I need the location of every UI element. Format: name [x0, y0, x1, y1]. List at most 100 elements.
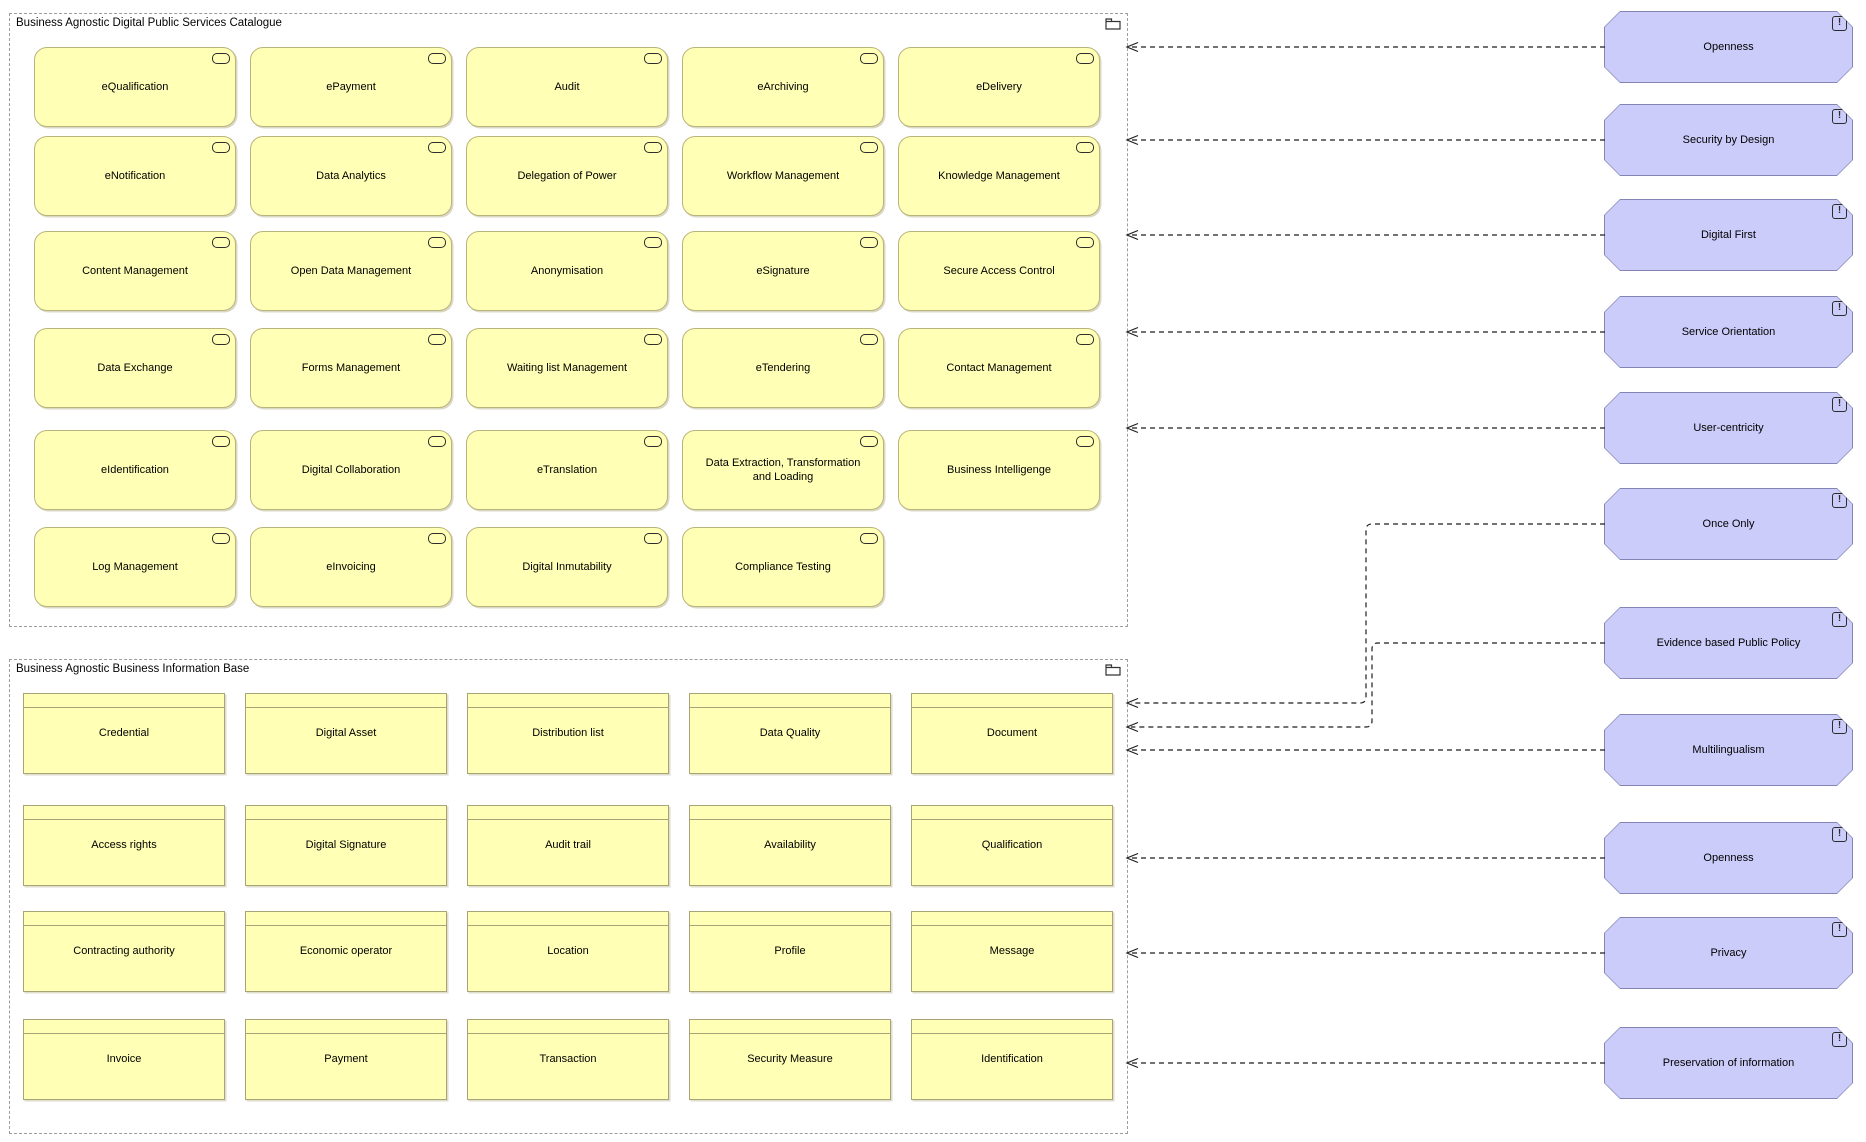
business-service-label: eTranslation: [536, 463, 598, 476]
business-service-label: Digital Inmutability: [522, 560, 612, 573]
business-service-box[interactable]: Anonymisation: [466, 231, 668, 311]
business-service-box[interactable]: Business Intelligenge: [898, 430, 1100, 510]
principle-exclamation-icon: !: [1832, 397, 1847, 412]
business-service-box[interactable]: eTendering: [682, 328, 884, 408]
business-object-box[interactable]: Access rights: [23, 805, 225, 886]
business-service-box[interactable]: Delegation of Power: [466, 136, 668, 216]
business-service-icon: [212, 237, 230, 248]
business-service-box[interactable]: ePayment: [250, 47, 452, 127]
group-digital-public-services-catalogue[interactable]: Business Agnostic Digital Public Service…: [9, 13, 1128, 627]
business-object-box[interactable]: Qualification: [911, 805, 1113, 886]
business-service-box[interactable]: Compliance Testing: [682, 527, 884, 607]
business-service-box[interactable]: eQualification: [34, 47, 236, 127]
business-service-label: Data Extraction, Transformation and Load…: [705, 456, 861, 483]
principle-box[interactable]: Service Orientation!: [1604, 296, 1853, 368]
business-object-label: Distribution list: [532, 727, 604, 740]
business-service-box[interactable]: eIdentification: [34, 430, 236, 510]
principle-box[interactable]: Openness!: [1604, 822, 1853, 894]
business-object-box[interactable]: Transaction: [467, 1019, 669, 1100]
business-service-box[interactable]: Open Data Management: [250, 231, 452, 311]
business-service-icon: [860, 436, 878, 447]
business-service-label: Delegation of Power: [517, 169, 617, 182]
business-object-box[interactable]: Payment: [245, 1019, 447, 1100]
business-object-box[interactable]: Distribution list: [467, 693, 669, 774]
folder-icon: [1105, 664, 1121, 676]
group-business-information-base[interactable]: Business Agnostic Business Information B…: [9, 659, 1128, 1134]
business-service-icon: [860, 334, 878, 345]
business-service-label: Workflow Management: [726, 169, 840, 182]
business-service-box[interactable]: eSignature: [682, 231, 884, 311]
business-object-box[interactable]: Digital Asset: [245, 693, 447, 774]
business-service-box[interactable]: eDelivery: [898, 47, 1100, 127]
business-object-box[interactable]: Document: [911, 693, 1113, 774]
business-service-icon: [644, 53, 662, 64]
business-service-icon: [212, 533, 230, 544]
business-service-label: eSignature: [756, 264, 810, 277]
principle-label: User-centricity: [1693, 421, 1764, 434]
business-object-label: Qualification: [981, 839, 1043, 852]
business-object-box[interactable]: Location: [467, 911, 669, 992]
business-object-box[interactable]: Profile: [689, 911, 891, 992]
principle-box[interactable]: Once Only!: [1604, 488, 1853, 560]
business-object-box[interactable]: Invoice: [23, 1019, 225, 1100]
business-object-box[interactable]: Identification: [911, 1019, 1113, 1100]
business-service-box[interactable]: Data Exchange: [34, 328, 236, 408]
business-service-label: Knowledge Management: [938, 169, 1060, 182]
business-service-box[interactable]: eInvoicing: [250, 527, 452, 607]
business-object-label: Digital Asset: [315, 727, 377, 740]
principle-exclamation-icon: !: [1832, 204, 1847, 219]
influence-connector[interactable]: [1131, 523, 1605, 704]
principle-box[interactable]: Openness!: [1604, 11, 1853, 83]
business-service-box[interactable]: Secure Access Control: [898, 231, 1100, 311]
business-service-box[interactable]: Digital Inmutability: [466, 527, 668, 607]
business-service-box[interactable]: Workflow Management: [682, 136, 884, 216]
principle-exclamation-icon: !: [1832, 109, 1847, 124]
business-service-box[interactable]: eNotification: [34, 136, 236, 216]
business-service-box[interactable]: Waiting list Management: [466, 328, 668, 408]
business-service-box[interactable]: eTranslation: [466, 430, 668, 510]
business-service-icon: [428, 334, 446, 345]
principle-box[interactable]: Evidence based Public Policy!: [1604, 607, 1853, 679]
business-service-box[interactable]: Content Management: [34, 231, 236, 311]
business-object-header-strip: [246, 912, 446, 926]
business-object-label: Payment: [324, 1053, 368, 1066]
business-object-header-strip: [468, 694, 668, 708]
principle-box[interactable]: Privacy!: [1604, 917, 1853, 989]
business-object-header-strip: [246, 806, 446, 820]
business-object-box[interactable]: Contracting authority: [23, 911, 225, 992]
principle-box[interactable]: Preservation of information!: [1604, 1027, 1853, 1099]
principle-box[interactable]: Security by Design!: [1604, 104, 1853, 176]
business-object-header-strip: [24, 694, 224, 708]
business-object-box[interactable]: Availability: [689, 805, 891, 886]
business-object-label: Invoice: [106, 1053, 142, 1066]
business-service-label: Secure Access Control: [943, 264, 1055, 277]
business-service-box[interactable]: Log Management: [34, 527, 236, 607]
business-object-box[interactable]: Security Measure: [689, 1019, 891, 1100]
business-service-box[interactable]: Data Analytics: [250, 136, 452, 216]
business-object-box[interactable]: Credential: [23, 693, 225, 774]
business-service-box[interactable]: eArchiving: [682, 47, 884, 127]
principle-exclamation-icon: !: [1832, 719, 1847, 734]
business-service-icon: [644, 142, 662, 153]
business-object-box[interactable]: Audit trail: [467, 805, 669, 886]
principle-body: Openness: [1605, 823, 1852, 893]
principle-box[interactable]: User-centricity!: [1604, 392, 1853, 464]
business-service-box[interactable]: Data Extraction, Transformation and Load…: [682, 430, 884, 510]
business-service-box[interactable]: Contact Management: [898, 328, 1100, 408]
business-object-header-strip: [468, 806, 668, 820]
business-object-box[interactable]: Digital Signature: [245, 805, 447, 886]
influence-connector[interactable]: [1131, 642, 1605, 728]
principle-body: Once Only: [1605, 489, 1852, 559]
principle-box[interactable]: Digital First!: [1604, 199, 1853, 271]
business-service-box[interactable]: Knowledge Management: [898, 136, 1100, 216]
business-service-label: Data Exchange: [97, 361, 173, 374]
business-object-header-strip: [912, 1020, 1112, 1034]
business-object-box[interactable]: Message: [911, 911, 1113, 992]
business-object-box[interactable]: Data Quality: [689, 693, 891, 774]
principle-box[interactable]: Multilingualism!: [1604, 714, 1853, 786]
business-service-box[interactable]: Forms Management: [250, 328, 452, 408]
business-service-box[interactable]: Audit: [466, 47, 668, 127]
business-object-box[interactable]: Economic operator: [245, 911, 447, 992]
business-service-box[interactable]: Digital Collaboration: [250, 430, 452, 510]
group-title: Business Agnostic Business Information B…: [16, 663, 250, 675]
